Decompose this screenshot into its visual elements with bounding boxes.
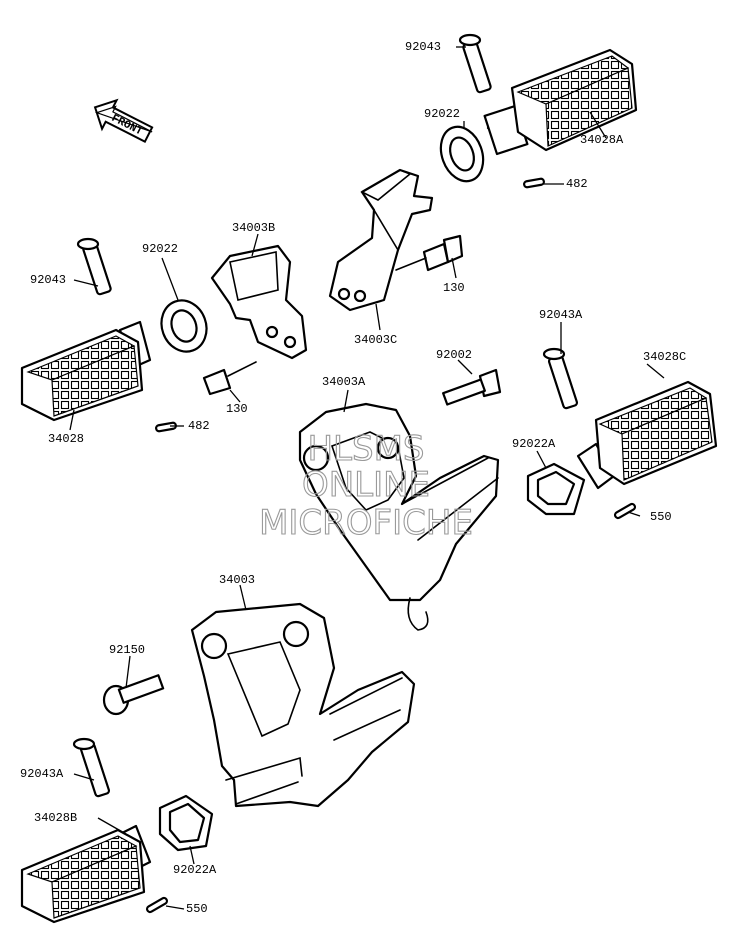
watermark-line-3: MICROFICHE: [259, 503, 473, 543]
pin-92043-left: [76, 237, 112, 296]
bracket-34003: [190, 602, 416, 808]
watermark: HLSMS ONLINE MICROFICHE: [259, 428, 474, 543]
label-92150: 92150: [109, 643, 146, 657]
label-92002: 92002: [436, 348, 473, 362]
bolt-92002: [442, 368, 502, 406]
bracket-34003A: [298, 402, 500, 631]
label-130-right: 130: [443, 281, 465, 295]
label-130-left: 130: [226, 402, 248, 416]
bolt-92150: [102, 674, 165, 716]
cotter-550-right: [613, 502, 637, 520]
bolt-130-right: [395, 234, 464, 272]
label-550-right: 550: [650, 510, 672, 524]
label-92022A-left: 92022A: [173, 863, 217, 877]
footpeg-34028B: [20, 824, 152, 924]
label-34003A: 34003A: [322, 375, 366, 389]
footpeg-34028A: [483, 48, 638, 156]
spring-washer-92022-left: [160, 299, 208, 353]
footpeg-34028C: [576, 380, 718, 490]
label-92022-top: 92022: [424, 107, 461, 121]
label-92022-left: 92022: [142, 242, 179, 256]
cotter-482-left: [155, 421, 177, 433]
bracket-34003B: [210, 244, 308, 360]
label-550-left: 550: [186, 902, 208, 916]
label-34003: 34003: [219, 573, 256, 587]
label-92043A-left: 92043A: [20, 767, 64, 781]
label-34003C: 34003C: [354, 333, 398, 347]
label-92043-left: 92043: [30, 273, 67, 287]
label-34028: 34028: [48, 432, 85, 446]
label-34003B: 34003B: [232, 221, 276, 235]
pin-92043-top: [458, 33, 492, 94]
cotter-482-top: [523, 177, 545, 189]
label-92043-top: 92043: [405, 40, 442, 54]
washer-92022A-right: [526, 462, 586, 516]
spring-washer-92022-top: [439, 125, 485, 183]
label-34028C: 34028C: [643, 350, 687, 364]
front-arrow: FRONT: [93, 98, 154, 144]
label-482-top: 482: [566, 177, 588, 191]
label-92043A-right: 92043A: [539, 308, 583, 322]
label-34028B: 34028B: [34, 811, 78, 825]
label-34028A: 34028A: [580, 133, 624, 147]
label-482-left: 482: [188, 419, 210, 433]
label-92022A-right: 92022A: [512, 437, 556, 451]
bracket-34003C: [328, 168, 434, 312]
cotter-550-left: [145, 896, 169, 914]
watermark-line-1: HLSMS: [307, 429, 424, 469]
washer-92022A-left: [158, 794, 214, 852]
footpeg-34028: [20, 320, 152, 422]
watermark-line-2: ONLINE: [302, 465, 430, 505]
pin-92043A-right: [542, 347, 579, 410]
bolt-130-left: [202, 361, 257, 396]
leader-lines: [69, 46, 665, 910]
pin-92043A-left: [72, 737, 111, 798]
